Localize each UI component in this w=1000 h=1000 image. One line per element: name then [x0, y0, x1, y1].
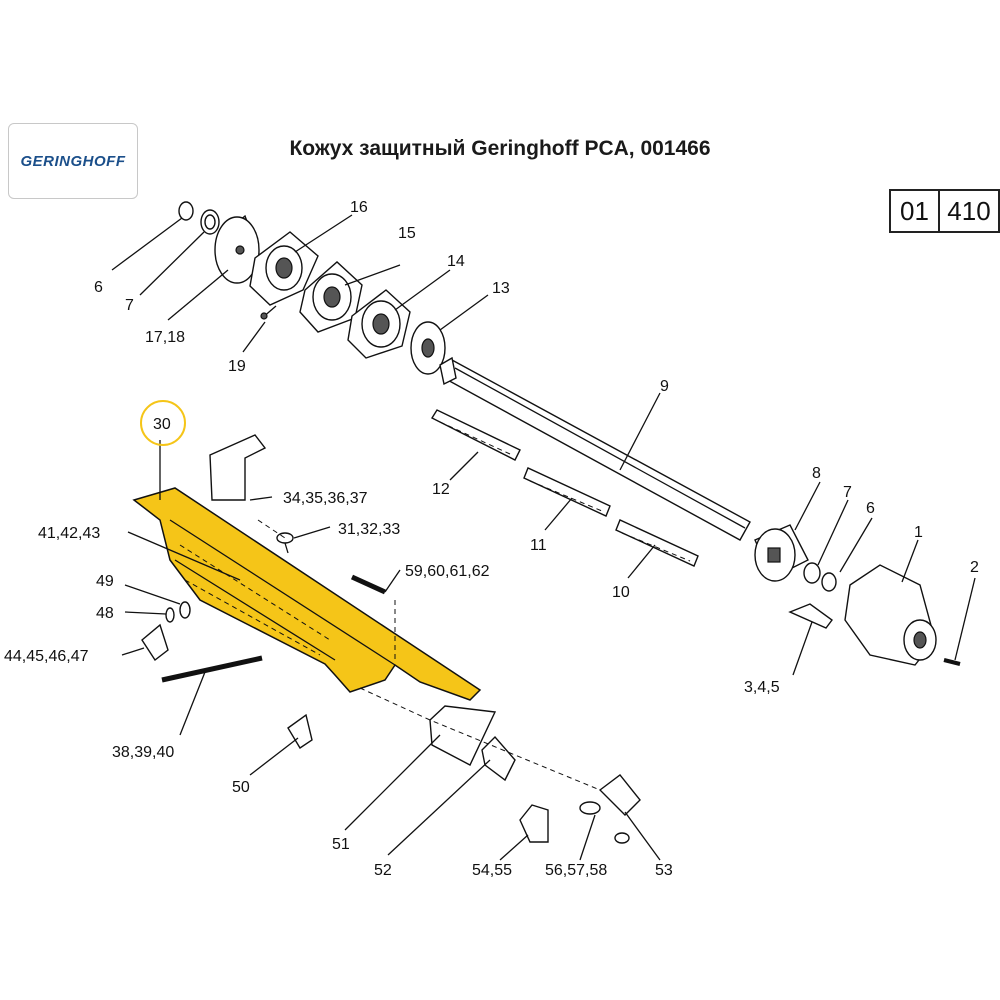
cam-plate-3-4-5[interactable] [788, 603, 833, 629]
callout-53: 53 [655, 862, 673, 879]
reference-box: 01 410 [889, 189, 1000, 233]
callout-19: 19 [228, 358, 246, 375]
bracket-54-55[interactable] [519, 804, 549, 843]
callout-2: 2 [970, 559, 979, 576]
long-bolt-38-40[interactable] [161, 655, 263, 683]
callout-59-62: 59,60,61,62 [405, 563, 490, 580]
o-ring-7-lower[interactable] [803, 562, 821, 584]
bearing-housing-15[interactable] [299, 261, 363, 333]
callout-6-lower: 6 [866, 500, 875, 517]
callout-30-circle [140, 400, 186, 446]
spring-plate-52[interactable] [481, 735, 516, 782]
o-ring-7-upper[interactable] [200, 209, 220, 235]
leader-lines [111, 214, 976, 861]
callout-30: 30 [153, 416, 171, 433]
callout-16: 16 [350, 199, 368, 216]
hub-8[interactable] [754, 524, 809, 582]
protective-cover-30[interactable] [132, 487, 482, 701]
knife-strip-12[interactable] [431, 409, 521, 461]
callout-50: 50 [232, 779, 250, 796]
screw-19[interactable] [260, 305, 277, 320]
callout-3-4-5: 3,4,5 [744, 679, 780, 696]
callout-38-40: 38,39,40 [112, 744, 174, 761]
bearing-housing-16[interactable] [249, 231, 319, 306]
hub-17-18[interactable] [214, 214, 263, 284]
pin-2[interactable] [943, 658, 961, 666]
bolt-56-58[interactable] [579, 801, 630, 844]
snap-ring-6-upper[interactable] [178, 201, 194, 221]
callout-17-18: 17,18 [145, 329, 185, 346]
bolt-31-33[interactable] [276, 532, 294, 554]
callout-48: 48 [96, 605, 114, 622]
callout-49: 49 [96, 573, 114, 590]
plate-51[interactable] [429, 705, 497, 766]
callout-6-upper: 6 [94, 279, 103, 296]
knife-strip-10[interactable] [615, 519, 699, 567]
knife-strip-11[interactable] [523, 467, 611, 517]
callout-56-58: 56,57,58 [545, 862, 607, 879]
reference-group: 01 [891, 191, 940, 231]
spacer-49[interactable] [179, 601, 191, 619]
callout-13: 13 [492, 280, 510, 297]
callout-34-37: 34,35,36,37 [283, 490, 368, 507]
callout-51: 51 [332, 836, 350, 853]
bracket-34-37[interactable] [209, 434, 267, 501]
callout-7-lower: 7 [843, 484, 852, 501]
callout-52: 52 [374, 862, 392, 879]
callout-15: 15 [398, 225, 416, 242]
callout-14: 14 [447, 253, 465, 270]
gearbox-1[interactable] [844, 564, 937, 666]
logo-text: GERINGHOFF [20, 152, 126, 170]
callout-9: 9 [660, 378, 669, 395]
reference-page: 410 [947, 195, 991, 226]
callout-12: 12 [432, 481, 450, 498]
clamp-50[interactable] [287, 713, 313, 749]
washer-48[interactable] [165, 607, 175, 623]
callout-31-33: 31,32,33 [338, 521, 400, 538]
callout-54-55: 54,55 [472, 862, 512, 879]
callout-8: 8 [812, 465, 821, 482]
callout-10: 10 [612, 584, 630, 601]
holder-53[interactable] [598, 774, 641, 816]
geringhoff-logo: GERINGHOFF [8, 123, 138, 199]
snap-ring-6-lower[interactable] [821, 572, 837, 592]
bolt-59-62[interactable] [350, 574, 387, 595]
clamp-44-47[interactable] [141, 623, 169, 662]
page-title: Кожух защитный Geringhoff PCA, 001466 [289, 137, 711, 160]
callout-44-47: 44,45,46,47 [4, 648, 89, 665]
flange-plate-13[interactable] [410, 321, 446, 375]
bearing-housing-14[interactable] [347, 289, 411, 359]
callout-11: 11 [530, 537, 547, 554]
callout-41-43: 41,42,43 [38, 525, 100, 542]
shaft-9[interactable] [439, 356, 751, 541]
callout-1: 1 [914, 524, 923, 541]
callout-7-upper: 7 [125, 297, 134, 314]
